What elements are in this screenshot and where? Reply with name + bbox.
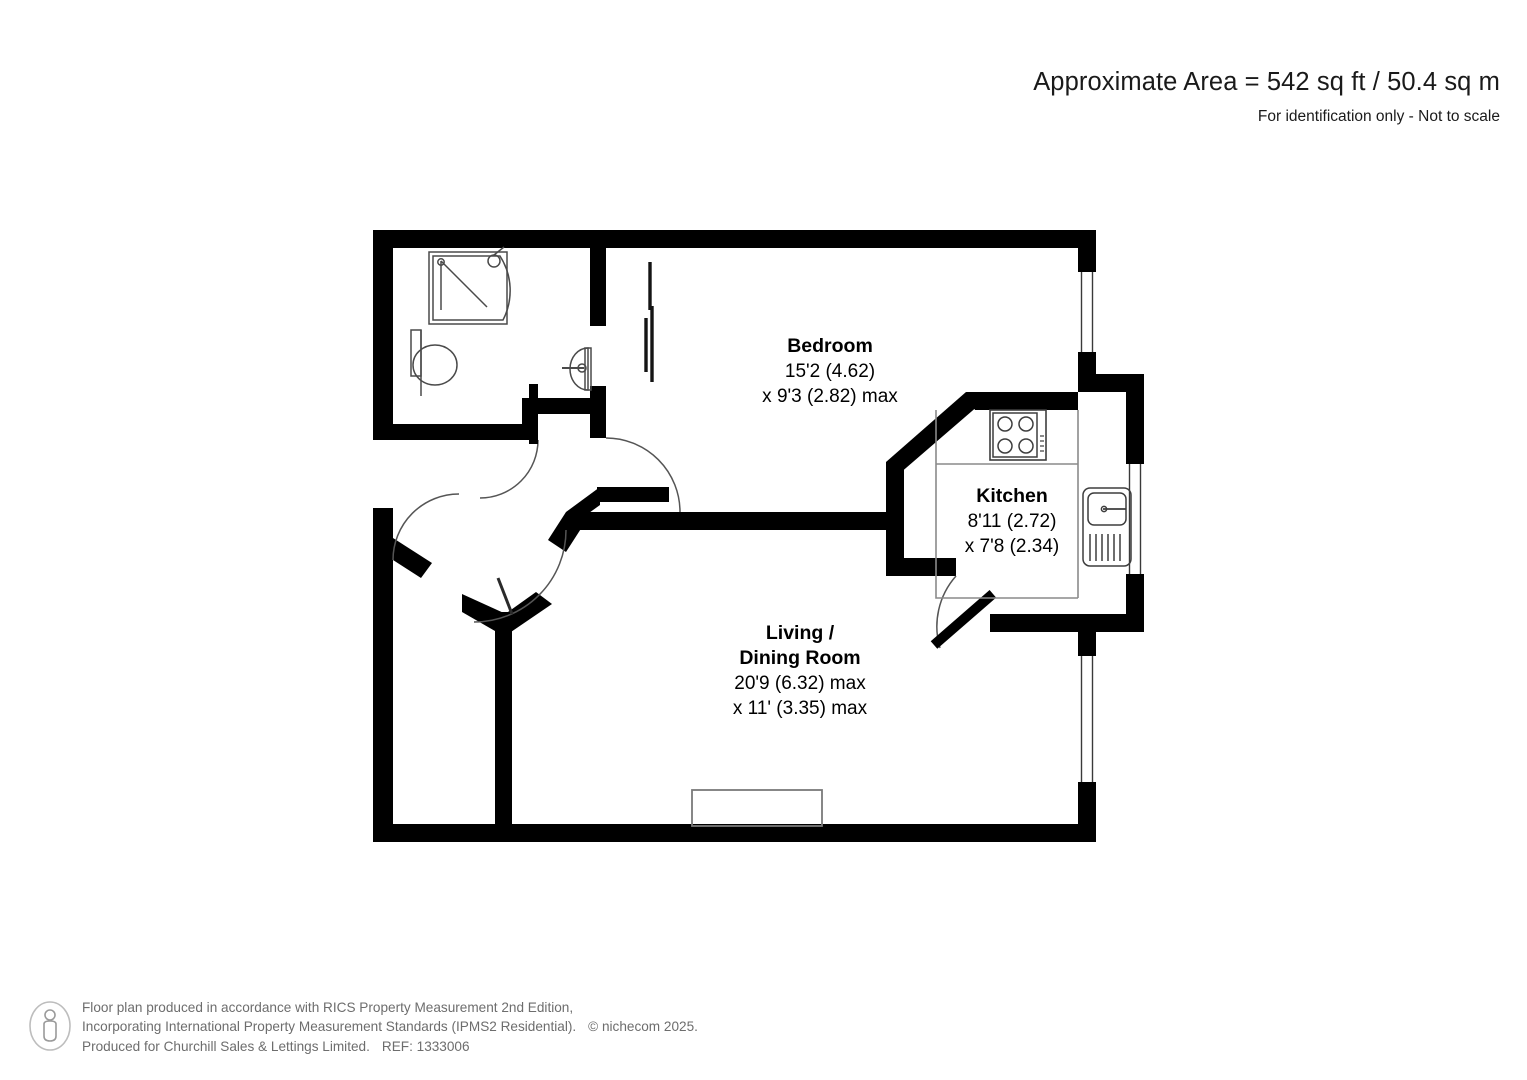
radiator-icon [691, 789, 823, 827]
footer-line-3: Produced for Churchill Sales & Lettings … [82, 1037, 698, 1056]
kitchen-name: Kitchen [976, 485, 1048, 507]
bathroom-door-swing [479, 439, 539, 499]
hob-outline-icon [989, 409, 1047, 461]
walls-group [373, 230, 1144, 842]
wall-kitchen-angled-upper [966, 392, 1078, 410]
wall-bottom-exterior [373, 824, 1096, 842]
header: Approximate Area = 542 sq ft / 50.4 sq m… [0, 0, 1527, 128]
footer-produced-for: Produced for Churchill Sales & Lettings … [82, 1038, 370, 1054]
shower-tray-curve [432, 255, 511, 321]
wall-kitchen-left-vertical [886, 462, 904, 574]
basin-tap-icon [577, 363, 587, 373]
wall-kitchen-door-jamb [990, 614, 1006, 632]
kitchen-worktop-outline [935, 410, 1078, 599]
wall-kitchen-bump-right-upper [1126, 374, 1144, 464]
toilet-cistern-icon [410, 329, 422, 377]
footer: Floor plan produced in accordance with R… [28, 998, 698, 1056]
wall-divider-left-nib [566, 487, 600, 518]
wall-hall-vertical-spine [495, 612, 512, 842]
entrance-door-swing [392, 493, 460, 561]
footer-copyright: © nichecom 2025. [588, 1019, 698, 1035]
room-label-kitchen: Kitchen 8'11 (2.72) x 7'8 (2.34) [932, 484, 1092, 559]
sink-tap-icon [1100, 505, 1108, 513]
room-label-living-dining: Living / Dining Room 20'9 (6.32) max x 1… [694, 621, 906, 721]
wall-bathroom-bottom-left [393, 424, 411, 440]
wall-top-exterior [373, 230, 1096, 248]
kitchen-dimension-2: x 7'8 (2.34) [964, 536, 1060, 557]
wall-right-bedroom-upper [1078, 230, 1096, 272]
living-room-window [1078, 656, 1096, 782]
footer-text: Floor plan produced in accordance with R… [82, 998, 698, 1056]
bathroom-door-leaf [529, 384, 538, 444]
person-in-circle-icon [28, 1000, 72, 1052]
wall-kitchen-bottom-right [990, 614, 1080, 632]
footer-line-2: Incorporating International Property Mea… [82, 1017, 698, 1036]
wall-left-upper [373, 230, 393, 438]
wall-entrance-door-nib [393, 538, 432, 578]
wash-basin-icon [569, 347, 589, 391]
floor-plan-svg [373, 230, 1144, 842]
living-dining-name-line-1: Living / [765, 622, 835, 644]
wall-right-living-lower [1078, 782, 1096, 842]
bedroom-door-swing [605, 437, 681, 513]
floor-plan-drawing: Bedroom 15'2 (4.62) x 9'3 (2.82) max Kit… [373, 230, 1144, 842]
shower-enclosure-icon [428, 251, 508, 325]
wall-left-lower [373, 508, 393, 842]
hob-inner-icon [992, 412, 1038, 458]
wall-kitchen-diagonal [886, 392, 979, 474]
hob-burner-br-icon [1018, 438, 1034, 454]
wall-kitchen-bottom-left [886, 558, 956, 576]
wall-right-living-upper [1078, 614, 1096, 656]
bedroom-window [1078, 272, 1096, 352]
living-dining-dimension-1: 20'9 (6.32) max [734, 673, 866, 694]
living-dining-dimension-2: x 11' (3.35) max [732, 698, 868, 719]
bedroom-door-leaf [597, 487, 669, 497]
kitchen-fixtures-group [935, 409, 1132, 599]
hob-burner-tr-icon [1018, 416, 1034, 432]
shower-drain-icon [437, 258, 445, 266]
kitchen-window [1126, 464, 1144, 574]
wash-basin-back [584, 347, 592, 391]
hallway-door-leaf-line [496, 577, 514, 615]
hob-burner-tl-icon [997, 416, 1013, 432]
hallway-door-swing [473, 529, 567, 623]
kitchen-dimension-1: 8'11 (2.72) [967, 511, 1057, 532]
wall-hall-living-divider [566, 512, 898, 530]
bathroom-fixtures-group [410, 246, 592, 396]
approximate-area-text: Approximate Area = 542 sq ft / 50.4 sq m [1033, 68, 1500, 96]
shower-head-icon [487, 254, 501, 268]
bedroom-name: Bedroom [787, 335, 873, 357]
toilet-pan-icon [412, 344, 458, 386]
shower-diagonal [440, 260, 488, 308]
not-to-scale-disclaimer: For identification only - Not to scale [1257, 108, 1500, 125]
footer-reference: REF: 1333006 [381, 1038, 470, 1054]
bedroom-dimension-2: x 9'3 (2.82) max [762, 386, 898, 407]
bedroom-dimension-1: 15'2 (4.62) [784, 361, 876, 382]
sink-unit-outline-icon [1082, 487, 1132, 567]
room-label-bedroom: Bedroom 15'2 (4.62) x 9'3 (2.82) max [730, 334, 930, 409]
shower-riser [493, 246, 505, 256]
wall-bathroom-bottom-right [522, 398, 606, 414]
misc-fixtures-group [644, 262, 823, 827]
doors-group [392, 384, 997, 649]
wall-bathroom-right-partition [590, 248, 606, 326]
hob-burner-bl-icon [997, 438, 1013, 454]
wall-bathroom-bottom-mid [411, 424, 523, 440]
wall-bathroom-partition-stub [590, 422, 606, 438]
kitchen-door-leaf [930, 590, 997, 649]
footer-line-2-standards: Incorporating International Property Mea… [82, 1019, 577, 1035]
footer-line-1: Floor plan produced in accordance with R… [82, 1000, 574, 1015]
living-dining-name-line-2: Dining Room [739, 647, 861, 669]
